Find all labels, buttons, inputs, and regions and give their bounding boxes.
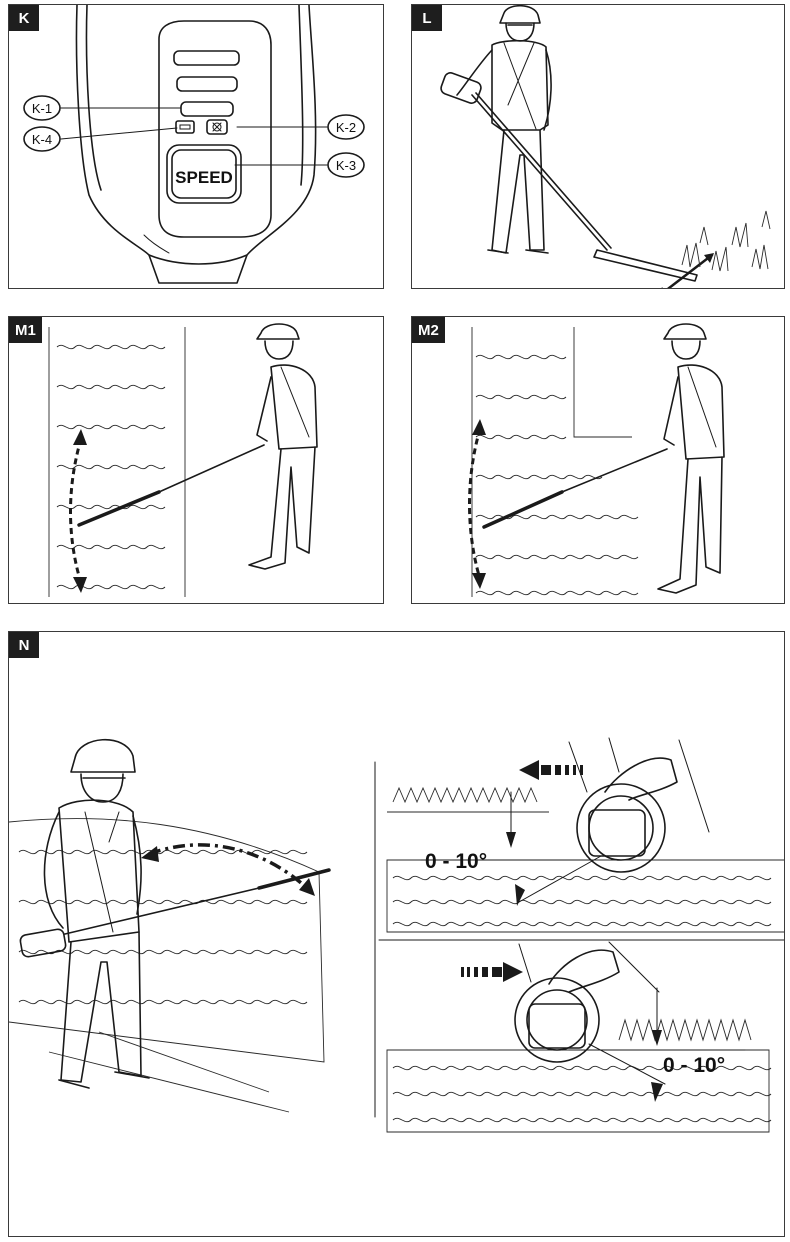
svg-text:K-4: K-4 xyxy=(32,132,52,147)
hedge-blade xyxy=(257,868,331,890)
control-panel-illustration: SPEED K-1 K-4 K-2 K-3 xyxy=(23,5,365,284)
panel-tag-l: L xyxy=(412,5,442,31)
callout-k4: K-4 xyxy=(23,126,61,152)
hedge-blade xyxy=(593,249,698,282)
tool-shaft xyxy=(561,448,668,493)
panel-m1: M1 xyxy=(8,316,384,604)
svg-text:K-3: K-3 xyxy=(336,158,356,173)
dashed-direction-arrow-icon xyxy=(519,760,583,780)
angle-marker-icon xyxy=(420,791,602,906)
worker-figure xyxy=(43,738,150,1089)
panel-n: N xyxy=(8,631,785,1237)
panel-tag-m2: M2 xyxy=(412,317,445,343)
hedge-blade xyxy=(77,490,161,527)
callout-k1: K-1 xyxy=(23,95,61,121)
tool-shaft xyxy=(158,444,265,493)
grass-tufts xyxy=(681,210,771,272)
detail-top: 0 - 10° xyxy=(386,737,784,933)
worker-figure xyxy=(456,5,552,254)
speed-button[interactable]: SPEED xyxy=(166,144,242,204)
low-cut-illustration xyxy=(440,5,771,288)
dashed-direction-arrow-icon xyxy=(468,419,486,589)
angle-marker-icon xyxy=(568,987,746,1102)
battery-bar-2 xyxy=(176,76,238,92)
blade-speed-icon xyxy=(206,119,228,135)
dashed-direction-arrow-icon xyxy=(461,962,523,982)
panel-k: K SPEED xyxy=(8,4,384,289)
detail-bottom: 0 - 10° xyxy=(386,941,772,1133)
hedge-wall xyxy=(48,327,186,597)
hedge-wall xyxy=(471,327,639,597)
double-arrow-icon xyxy=(661,253,714,288)
battery-bar-3 xyxy=(180,101,234,117)
vertical-cut-illustration-m2 xyxy=(468,323,725,597)
panel-l: L xyxy=(411,4,785,289)
tool-shaft xyxy=(471,94,608,251)
panel-tag-k: K xyxy=(9,5,39,31)
angle-label-top: 0 - 10° xyxy=(425,850,487,873)
worker-figure xyxy=(657,323,725,594)
worker-figure xyxy=(248,323,318,570)
battery-pack xyxy=(19,928,67,958)
svg-text:K-1: K-1 xyxy=(32,101,52,116)
callout-k2: K-2 xyxy=(327,114,365,140)
hedge-blade xyxy=(482,490,564,529)
battery-level-icon xyxy=(175,120,195,134)
panel-tag-n: N xyxy=(9,632,39,658)
speed-button-label: SPEED xyxy=(175,168,233,187)
svg-text:K-2: K-2 xyxy=(336,120,356,135)
panel-tag-m1: M1 xyxy=(9,317,42,343)
horizontal-cut-illustration: 0 - 10° xyxy=(9,737,784,1133)
battery-bar-1 xyxy=(173,50,240,66)
angle-label-bottom: 0 - 10° xyxy=(663,1054,725,1077)
vertical-cut-illustration-m1 xyxy=(48,323,318,597)
dashed-direction-arrow-icon xyxy=(69,429,87,593)
hedge-block xyxy=(9,818,325,1113)
panel-m2: M2 xyxy=(411,316,785,604)
callout-k3: K-3 xyxy=(327,152,365,178)
battery-pack xyxy=(440,72,482,104)
tool-shaft xyxy=(64,887,260,935)
